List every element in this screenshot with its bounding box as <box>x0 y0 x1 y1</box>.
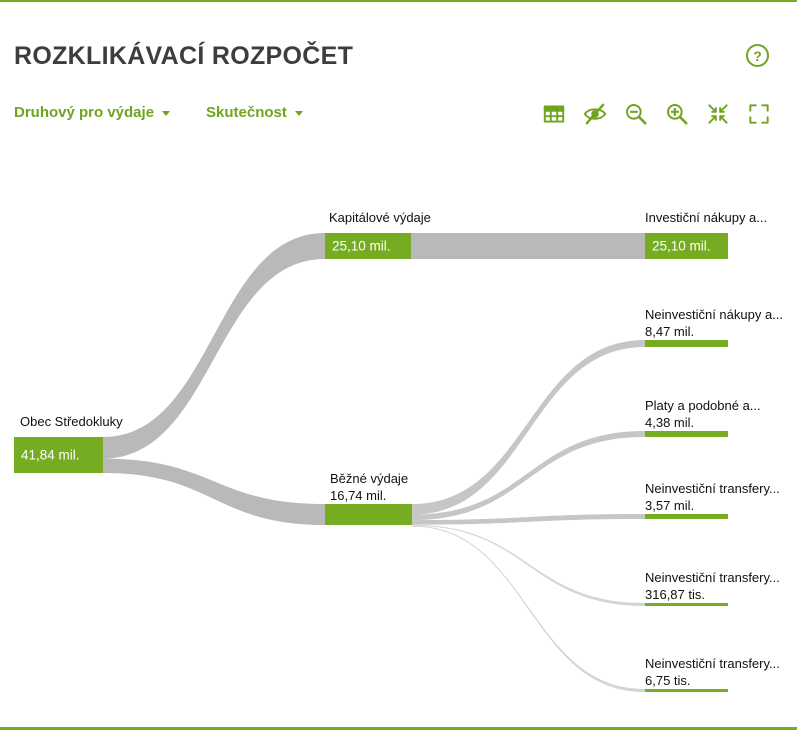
sankey-node-neinvesticni-transfery-2[interactable] <box>645 603 728 606</box>
node-label-block: Kapitálové výdaje <box>329 209 431 226</box>
zoom-in-icon <box>666 103 688 125</box>
help-icon[interactable]: ? <box>746 44 769 67</box>
sankey-link <box>103 458 325 525</box>
node-label: Neinvestiční transfery... <box>645 656 780 671</box>
node-label: Neinvestiční transfery... <box>645 570 780 585</box>
sankey-node-investicni-nakupy[interactable]: 25,10 mil. <box>645 233 728 259</box>
node-label-block: Neinvestiční nákupy a... 8,47 mil. <box>645 306 783 340</box>
collapse-button[interactable] <box>704 100 731 127</box>
node-label-block: Neinvestiční transfery... 6,75 tis. <box>645 655 780 689</box>
zoom-out-button[interactable] <box>622 100 649 127</box>
node-label-block: Neinvestiční transfery... 316,87 tis. <box>645 569 780 603</box>
node-label: Kapitálové výdaje <box>329 210 431 225</box>
sankey-node-neinvesticni-nakupy[interactable] <box>645 340 728 347</box>
node-value: 6,75 tis. <box>645 673 691 688</box>
node-value: 25,10 mil. <box>652 238 711 254</box>
node-label: Obec Středokluky <box>20 414 123 429</box>
fullscreen-button[interactable] <box>745 100 772 127</box>
chevron-down-icon <box>162 111 171 116</box>
view-selector-label: Druhový pro výdaje <box>14 104 155 121</box>
sankey-node-neinvesticni-transfery-1[interactable] <box>645 514 728 519</box>
node-label-block: Běžné výdaje 16,74 mil. <box>330 470 408 504</box>
node-label-block: Neinvestiční transfery... 3,57 mil. <box>645 480 780 514</box>
node-label: Platy a podobné a... <box>645 398 761 413</box>
node-value: 316,87 tis. <box>645 587 705 602</box>
eye-off-icon <box>583 103 606 124</box>
node-label-block: Obec Středokluky <box>20 413 123 430</box>
table-view-button[interactable] <box>540 100 567 127</box>
sankey-node-root[interactable]: 41,84 mil. <box>14 437 103 473</box>
node-label-block: Platy a podobné a... 4,38 mil. <box>645 397 761 431</box>
sankey-link <box>412 431 645 521</box>
table-view-icon <box>543 104 564 123</box>
sankey-link <box>103 233 325 459</box>
chart-toolbar <box>540 100 772 127</box>
node-value: 25,10 mil. <box>332 238 391 254</box>
sankey-link <box>412 340 645 515</box>
collapse-icon <box>707 103 728 124</box>
node-value: 3,57 mil. <box>645 498 695 513</box>
sankey-link <box>412 525 645 692</box>
page-title: ROZKLIKÁVACÍ ROZPOČET <box>14 42 354 70</box>
sankey-node-kapitalove-vydaje[interactable]: 25,10 mil. <box>325 233 411 259</box>
hide-values-button[interactable] <box>581 100 608 127</box>
mode-selector-label: Skutečnost <box>206 104 287 121</box>
node-label: Investiční nákupy a... <box>645 210 768 225</box>
chart-controls: Druhový pro výdaje Skutečnost <box>14 104 303 121</box>
node-value: 16,74 mil. <box>330 488 387 503</box>
bottom-border <box>0 727 797 730</box>
node-label: Neinvestiční nákupy a... <box>645 307 784 322</box>
node-label: Neinvestiční transfery... <box>645 481 780 496</box>
zoom-out-icon <box>625 103 647 125</box>
node-label-block: Investiční nákupy a... <box>645 209 767 226</box>
sankey-link <box>412 524 645 606</box>
fullscreen-icon <box>748 103 769 124</box>
node-value: 41,84 mil. <box>21 447 80 463</box>
view-selector-dropdown[interactable]: Druhový pro výdaje <box>14 104 171 121</box>
mode-selector-dropdown[interactable]: Skutečnost <box>206 104 303 121</box>
top-border <box>0 0 797 2</box>
sankey-link <box>411 233 645 259</box>
node-value: 4,38 mil. <box>645 415 695 430</box>
sankey-node-bezne-vydaje[interactable] <box>325 504 412 525</box>
sankey-node-neinvesticni-transfery-3[interactable] <box>645 689 728 692</box>
node-value: 8,47 mil. <box>645 324 695 339</box>
sankey-link <box>412 514 645 525</box>
chevron-down-icon <box>294 111 303 116</box>
sankey-node-platy-a-podobne[interactable] <box>645 431 728 437</box>
node-label: Běžné výdaje <box>330 471 409 486</box>
zoom-in-button[interactable] <box>663 100 690 127</box>
